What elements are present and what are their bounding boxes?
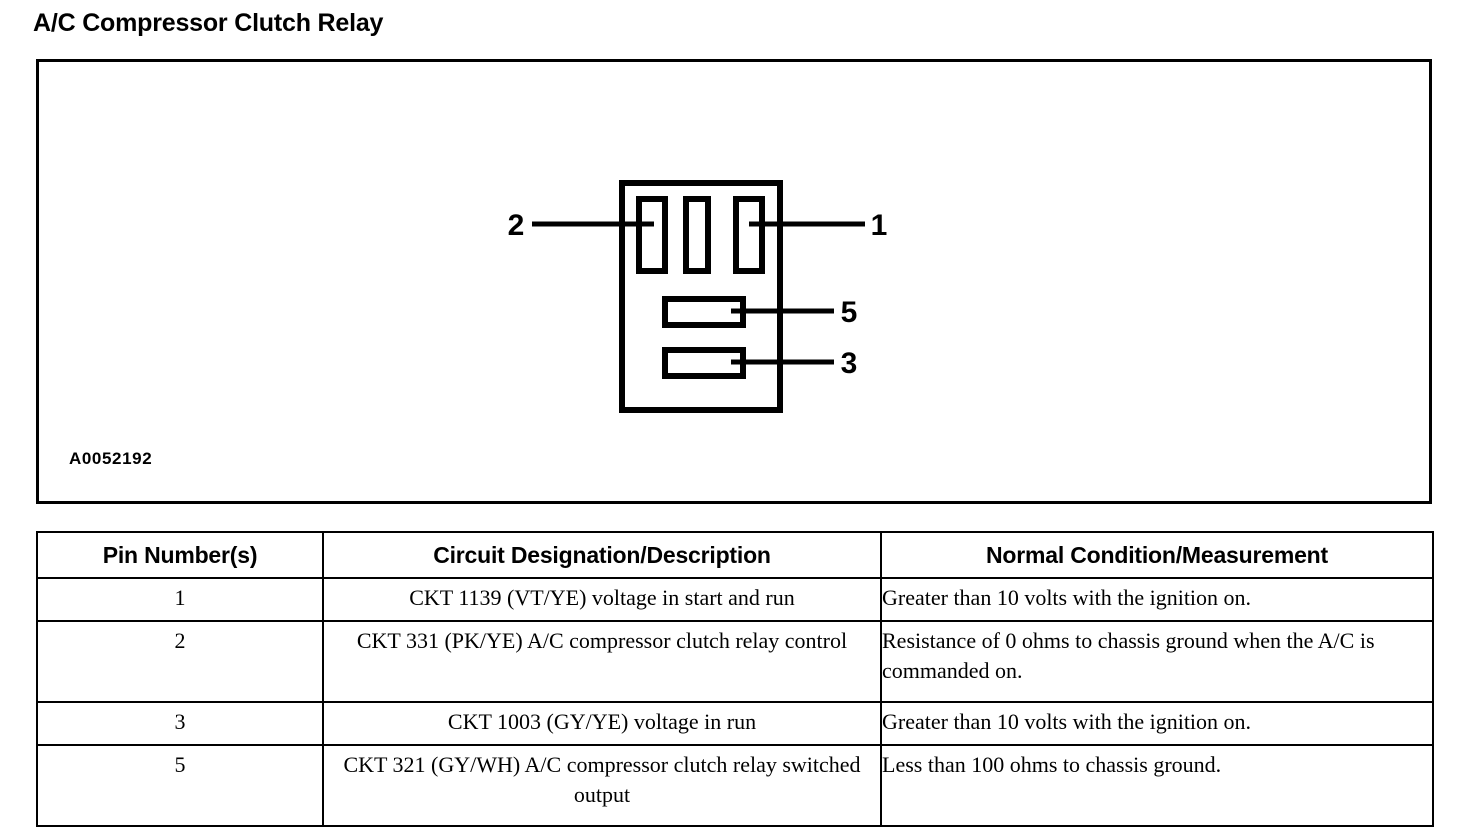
callout-label-1: 1 [871,209,888,242]
connector-body-outline [619,180,783,413]
figure-panel: 2 1 5 3 A0052192 [36,59,1432,504]
cell-description: CKT 321 (GY/WH) A/C compressor clutch re… [322,744,882,827]
callout-label-2: 2 [508,209,525,242]
cell-description: CKT 1139 (VT/YE) voltage in start and ru… [322,577,882,622]
cell-description: CKT 331 (PK/YE) A/C compressor clutch re… [322,620,882,703]
cell-pin-number: 5 [36,744,324,827]
header-normal-condition: Normal Condition/Measurement [880,531,1434,579]
page-title: A/C Compressor Clutch Relay [33,9,384,37]
table-header-row: Pin Number(s) Circuit Designation/Descri… [36,531,1434,579]
cell-pin-number: 2 [36,620,324,703]
top-slot-center [683,196,711,274]
table-row: 2 CKT 331 (PK/YE) A/C compressor clutch … [36,620,1434,703]
figure-id-label: A0052192 [69,449,153,468]
cell-pin-number: 3 [36,701,324,746]
table-row: 5 CKT 321 (GY/WH) A/C compressor clutch … [36,744,1434,827]
cell-pin-number: 1 [36,577,324,622]
cell-measurement: Less than 100 ohms to chassis ground. [880,744,1434,827]
table-row: 3 CKT 1003 (GY/YE) voltage in run Greate… [36,701,1434,746]
table-row: 1 CKT 1139 (VT/YE) voltage in start and … [36,577,1434,622]
cell-measurement: Resistance of 0 ohms to chassis ground w… [880,620,1434,703]
callout-label-3: 3 [841,347,858,380]
cell-description: CKT 1003 (GY/YE) voltage in run [322,701,882,746]
pin-designation-table: Pin Number(s) Circuit Designation/Descri… [36,531,1434,827]
cell-measurement: Greater than 10 volts with the ignition … [880,701,1434,746]
relay-connector-diagram: 2 1 5 3 [508,180,888,413]
top-slot-left [636,196,668,274]
header-circuit-designation: Circuit Designation/Description [322,531,882,579]
top-slot-right [733,196,765,274]
cell-measurement: Greater than 10 volts with the ignition … [880,577,1434,622]
header-pin-number: Pin Number(s) [36,531,324,579]
callout-label-5: 5 [841,296,858,329]
